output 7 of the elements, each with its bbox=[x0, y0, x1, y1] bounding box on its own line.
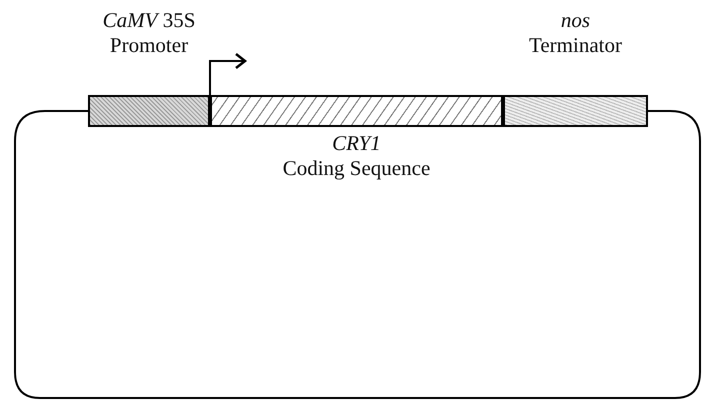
gene-name: nos bbox=[560, 8, 590, 32]
gene-name: CaMV 35S bbox=[102, 8, 196, 32]
segment-label: Promoter bbox=[110, 33, 188, 57]
segment-label: Coding Sequence bbox=[282, 156, 430, 180]
segment-label: Terminator bbox=[529, 33, 622, 57]
backbone-line bbox=[14, 110, 701, 399]
gene-name: CRY1 bbox=[332, 131, 381, 155]
